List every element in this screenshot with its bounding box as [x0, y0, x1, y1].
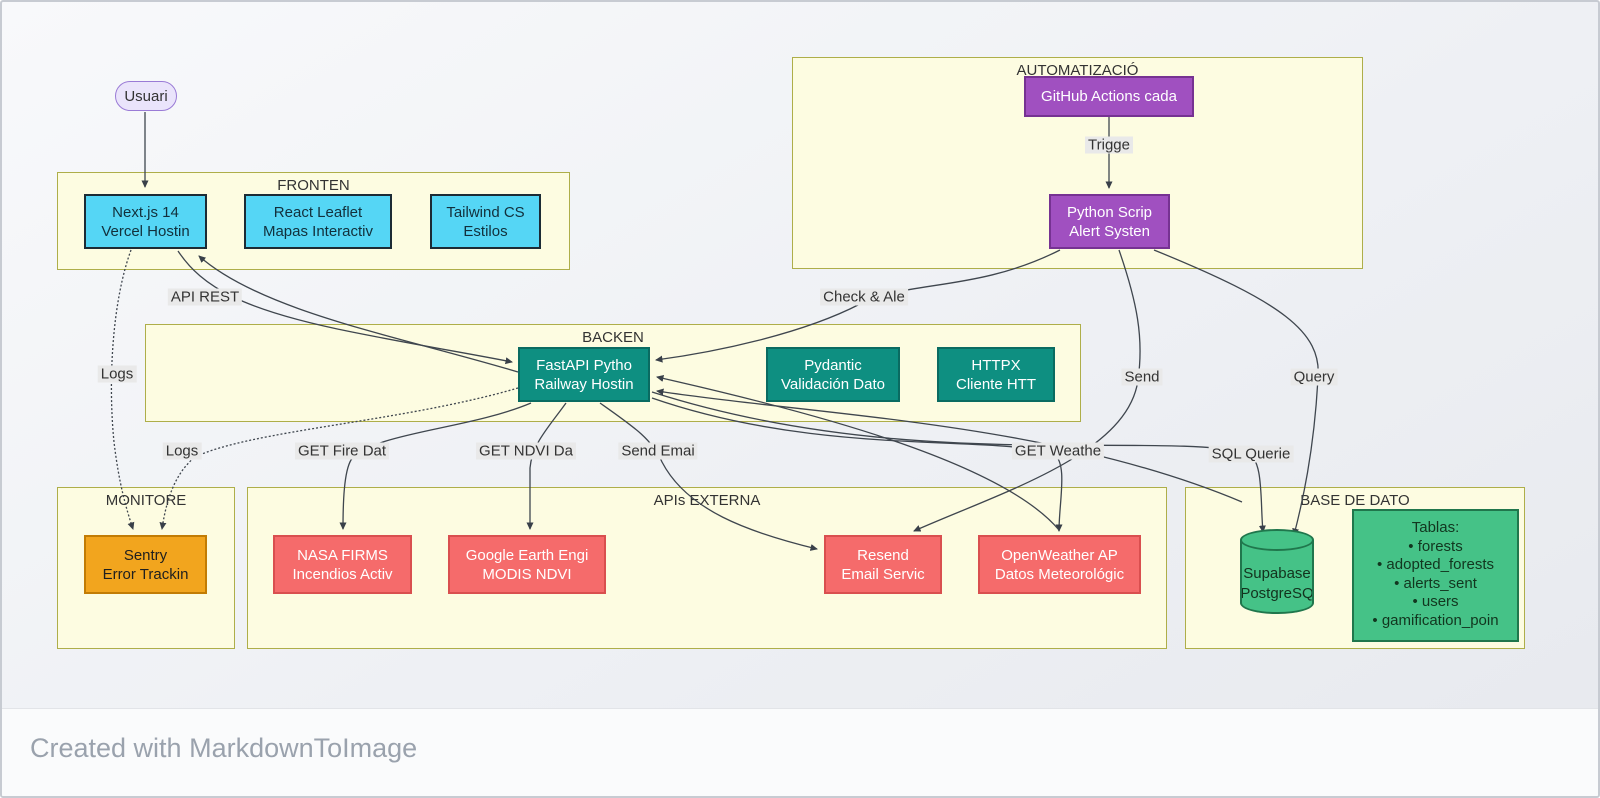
- tablas-item-users: • users: [1412, 593, 1459, 610]
- node-sentry: Sentry Error Trackin: [84, 535, 207, 594]
- fastapi-line1: FastAPI Pytho: [536, 356, 632, 374]
- cluster-monitoreo-label: MONITORE: [105, 492, 187, 509]
- tablas-item-gamification-points: • gamification_poin: [1372, 611, 1499, 629]
- nextjs-line2: Vercel Hostin: [101, 222, 190, 240]
- supabase-line1: Supabase: [1243, 565, 1311, 582]
- node-nasa-firms: NASA FIRMS Incendios Activ: [273, 535, 412, 594]
- edge-label-logs-frontend: Logs: [97, 365, 137, 383]
- cluster-frontend-label: FRONTEN: [277, 177, 350, 194]
- tailwind-line2: Estilos: [463, 222, 508, 240]
- edge-label-get-weather: GET Weathe: [1011, 442, 1105, 460]
- edge-label-logs-backend: Logs: [162, 442, 202, 460]
- sentry-line2: Error Trackin: [102, 565, 189, 583]
- pydantic-line1: Pydantic: [804, 356, 862, 374]
- tailwind-line1: Tailwind CS: [446, 203, 525, 221]
- resend-line2: Email Servic: [841, 565, 925, 583]
- sentry-line1: Sentry: [123, 546, 168, 564]
- httpx-line1: HTTPX: [971, 356, 1021, 374]
- python-script-line1: Python Scrip: [1066, 203, 1153, 221]
- react-leaflet-line1: React Leaflet: [273, 203, 363, 221]
- edge-label-get-fire: GET Fire Dat: [294, 442, 390, 460]
- node-pydantic: Pydantic Validación Dato: [766, 347, 900, 402]
- node-supabase-database: Supabase PostgreSQ: [1240, 529, 1314, 614]
- tablas-item-alerts-sent: • alerts_sent: [1394, 574, 1477, 592]
- tablas-item-forests: • forests: [1408, 537, 1463, 555]
- node-github-actions: GitHub Actions cada: [1024, 76, 1194, 117]
- edge-label-get-ndvi: GET NDVI Da: [476, 442, 576, 460]
- node-react-leaflet: React Leaflet Mapas Interactiv: [244, 194, 392, 249]
- fastapi-line2: Railway Hostin: [534, 375, 634, 393]
- edge-label-send-email: Send Emai: [618, 442, 698, 460]
- node-nextjs: Next.js 14 Vercel Hostin: [84, 194, 207, 249]
- python-script-line2: Alert Systen: [1069, 222, 1150, 240]
- edge-label-query: Query: [1290, 368, 1338, 386]
- node-google-earth: Google Earth Engi MODIS NDVI: [448, 535, 606, 594]
- github-actions-label: GitHub Actions cada: [1041, 88, 1177, 105]
- tablas-item-adopted-forests: • adopted_forests: [1377, 556, 1494, 573]
- edge-label-sql-queries: SQL Querie: [1208, 445, 1294, 463]
- cluster-backend-label: BACKEN: [582, 329, 644, 346]
- google-earth-line1: Google Earth Engi: [465, 546, 589, 564]
- node-tablas: Tablas: • forests • adopted_forests • al…: [1352, 509, 1519, 642]
- cluster-base-de-datos-label: BASE DE DATO: [1300, 492, 1410, 509]
- openweather-line1: OpenWeather AP: [1001, 546, 1118, 564]
- openweather-line2: Datos Meteorológic: [994, 565, 1125, 583]
- edge-label-trigger: Trigge: [1085, 136, 1133, 154]
- google-earth-line2: MODIS NDVI: [482, 565, 572, 583]
- footer: Created with MarkdownToImage: [2, 708, 1598, 796]
- react-leaflet-line2: Mapas Interactiv: [262, 222, 374, 240]
- httpx-line2: Cliente HTT: [955, 375, 1037, 393]
- tablas-title: Tablas:: [1411, 519, 1460, 536]
- node-httpx: HTTPX Cliente HTT: [937, 347, 1055, 402]
- node-tailwind: Tailwind CS Estilos: [430, 194, 541, 249]
- nasa-firms-line1: NASA FIRMS: [297, 546, 388, 564]
- edge-label-send: Send: [1121, 368, 1163, 386]
- pydantic-line2: Validación Dato: [781, 375, 885, 393]
- cluster-automatizacion-label: AUTOMATIZACIÓ: [1016, 62, 1139, 79]
- node-usuario: Usuari: [115, 81, 177, 111]
- nextjs-line1: Next.js 14: [112, 203, 179, 221]
- node-openweather: OpenWeather AP Datos Meteorológic: [978, 535, 1141, 594]
- edge-label-api-rest: API REST: [167, 288, 243, 306]
- footer-credit: Created with MarkdownToImage: [30, 733, 418, 763]
- edge-label-check-alert: Check & Ale: [820, 288, 908, 306]
- node-fastapi: FastAPI Pytho Railway Hostin: [518, 347, 650, 402]
- cluster-apis-externas-label: APIs EXTERNA: [653, 492, 761, 509]
- resend-line1: Resend: [857, 546, 909, 564]
- node-resend: Resend Email Servic: [824, 535, 942, 594]
- nasa-firms-line2: Incendios Activ: [292, 565, 393, 583]
- usuario-label: Usuari: [124, 87, 168, 105]
- database-cylinder-icon: [1240, 529, 1314, 551]
- supabase-line2: PostgreSQ: [1240, 585, 1314, 602]
- node-python-script: Python Scrip Alert Systen: [1049, 194, 1170, 249]
